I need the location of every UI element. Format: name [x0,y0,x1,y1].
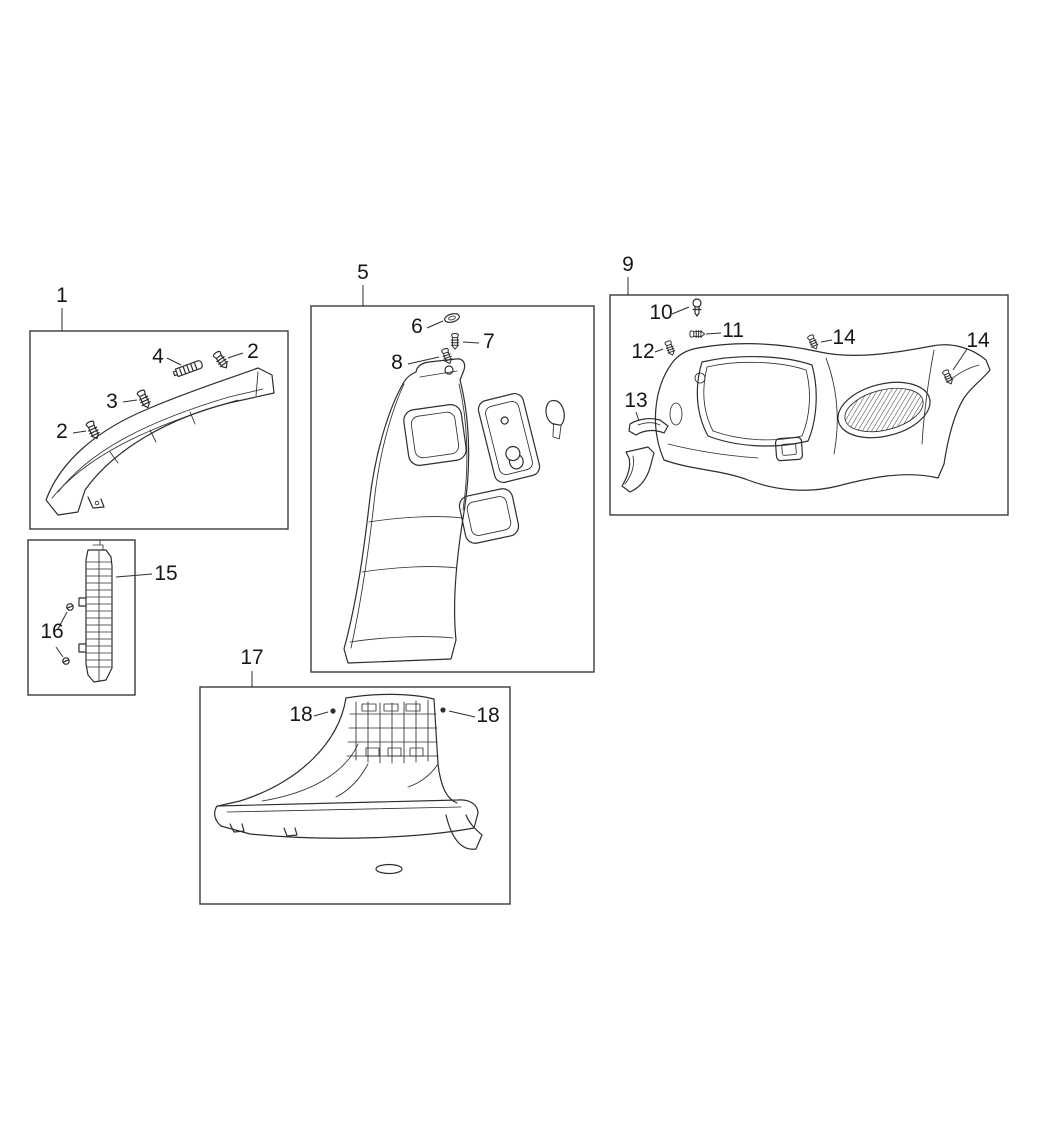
bracket-13-part [621,418,669,493]
callout-5: 5 [357,261,369,306]
b-pillar-upper-trim-part [343,358,470,664]
callout-11: 11 [705,319,744,342]
retainer-clip-12 [663,339,677,357]
callout-4: 4 [152,345,182,368]
callout-label-17: 17 [240,646,263,669]
callout-16: 16 [40,611,68,658]
hook-knob-part [545,399,565,440]
callout-18b: 18 [448,704,500,727]
callout-label-16: 16 [40,620,63,643]
callout-17: 17 [240,646,264,687]
group-1-a-pillar: 1 4 2 3 2 [29,284,289,530]
callout-15: 15 [115,562,178,585]
callout-label-10: 10 [649,301,672,324]
callout-6: 6 [411,315,444,338]
callout-8: 8 [391,351,440,374]
callout-label-18b: 18 [476,704,499,727]
callout-label-7: 7 [483,330,495,353]
retainer-clip-2b [84,419,102,442]
group-17-box [199,686,511,905]
retainer-clip-2a [211,349,231,371]
callout-14b: 14 [952,329,990,371]
quarter-trim-panel-part [654,343,991,491]
callout-3: 3 [106,390,138,413]
callout-2b: 2 [56,420,87,443]
grommet-6-part [444,313,460,323]
fastener-dot-18a [330,708,336,714]
callout-label-8: 8 [391,351,403,374]
callout-label-11: 11 [722,319,744,342]
callout-14a: 14 [820,326,856,349]
callout-13: 13 [624,389,648,422]
retainer-clip-7 [450,332,460,350]
group-17-b-pillar-lower: 17 18 18 [199,646,511,905]
retainer-clip-11 [689,329,706,339]
push-pin-10-part [692,298,702,317]
coat-hook-plate-part [477,392,541,484]
callout-label-4: 4 [152,345,164,368]
screw-16a [65,602,75,612]
retainer-clip-3 [135,388,153,411]
callout-label-14b: 14 [966,329,990,352]
retainer-clip-8 [440,347,454,366]
lower-bracket-part [458,488,520,544]
group-15-pillar-strip: 15 16 [27,539,178,696]
group-5-b-pillar-upper: 5 6 7 8 [310,261,595,673]
callout-label-12: 12 [631,340,654,363]
callout-1: 1 [56,284,68,331]
callout-label-1: 1 [56,284,68,307]
group-9-box [609,294,1009,516]
callout-2a: 2 [227,340,259,363]
callout-label-15: 15 [154,562,177,585]
a-pillar-trim-part [45,367,275,516]
retainer-clip-14b [941,368,955,386]
callout-label-14a: 14 [832,326,856,349]
callout-label-6: 6 [411,315,423,338]
callout-9: 9 [622,253,634,295]
callout-label-18a: 18 [289,703,312,726]
callout-label-5: 5 [357,261,369,284]
callout-7: 7 [462,330,495,353]
screw-16b [61,656,71,666]
pillar-strip-part [78,539,113,683]
fastener-dot-18b [440,707,446,713]
callout-18a: 18 [289,703,329,726]
callout-label-9: 9 [622,253,634,276]
retainer-clip-14a [806,333,820,351]
group-1-box [29,330,289,530]
b-pillar-lower-trim-part [214,693,483,875]
group-5-box [310,305,595,673]
group-15-box [27,539,136,696]
callout-label-3: 3 [106,390,118,413]
callout-label-2a: 2 [247,340,259,363]
callout-12: 12 [631,340,664,363]
callout-10: 10 [649,301,690,324]
callout-label-13: 13 [624,389,647,412]
group-9-quarter-trim: 9 10 11 12 13 14 14 [609,253,1009,516]
callout-label-2b: 2 [56,420,68,443]
